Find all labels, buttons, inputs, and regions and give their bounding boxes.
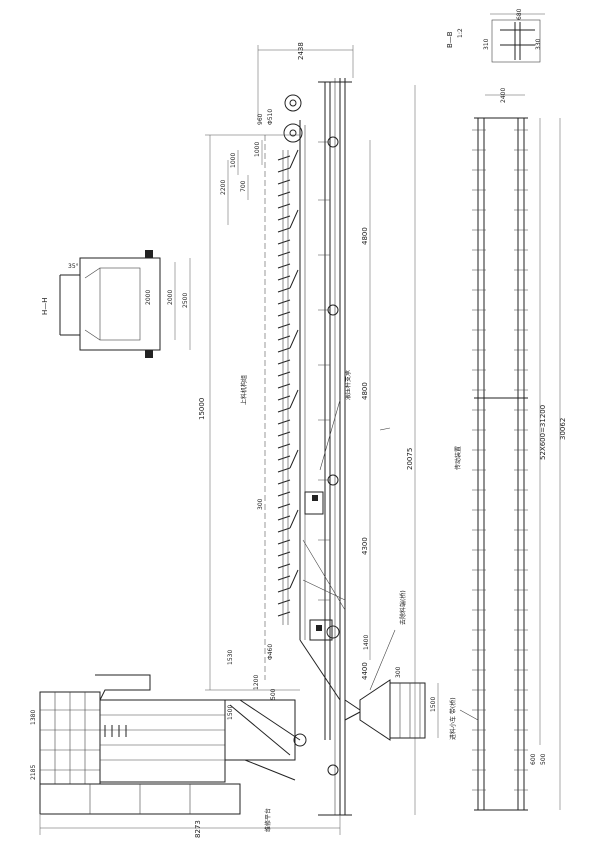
dim-310: 310 (483, 38, 490, 50)
dim-1000b: 1000 (254, 142, 261, 157)
base-assembly: 8273 1380 2185 1500 500 维修平台 (30, 674, 341, 838)
dim-2185: 2185 (30, 765, 37, 780)
dim-500: 500 (540, 753, 547, 765)
main-side-view: 2438 Φ510 960 (198, 42, 416, 816)
dim-52x600: 52X600=31200 (539, 405, 547, 460)
dim-2438: 2438 (297, 42, 305, 60)
dim-1500: 1500 (227, 705, 234, 720)
gearbox-upper (304, 491, 324, 515)
dim-700: 700 (240, 180, 247, 192)
dim-20075: 20075 (406, 448, 414, 470)
hopper-body (99, 699, 226, 783)
dim-1400: 1400 (363, 635, 370, 650)
section-hh: H—H 2000 2500 2000 35° (41, 250, 191, 358)
bucket-chain (277, 149, 299, 625)
discharge-unit: 1500 300 1400 去除料端(桥) (344, 590, 439, 741)
note-b: 维修平台 (264, 808, 272, 832)
dim-680: 680 (516, 8, 523, 20)
phi-mid: Φ460 (267, 644, 274, 660)
note-d: 液压杆支承 (344, 370, 352, 400)
section-hh-label: H—H (41, 297, 49, 315)
section-bb-label: B—B (446, 31, 454, 48)
dim-1000: 1000 (230, 153, 237, 168)
dim-500-base: 500 (270, 688, 277, 700)
dim-15000: 15000 (198, 398, 206, 420)
dim-35: 35° (68, 263, 79, 270)
dim-30062: 30062 (559, 418, 567, 440)
dim-2000b: 2000 (145, 290, 152, 305)
dim-330: 330 (535, 38, 542, 50)
dim-2500: 2500 (182, 293, 189, 308)
bb-outline (491, 19, 541, 63)
dim-960: 960 (257, 113, 264, 125)
dim-4400: 4400 (361, 662, 369, 680)
plan-view: 2400 52X600=31200 30062 600 500 传动装置 进料小… (449, 88, 567, 811)
hh-frame (79, 257, 161, 351)
dim-1380: 1380 (30, 710, 37, 725)
section-bb-scale: 1:2 (457, 28, 464, 38)
note-c: 上料机构组 (240, 375, 248, 405)
dim-1500b: 1500 (430, 697, 437, 712)
discharge-cone (359, 679, 391, 741)
note-e: 进料小车 带(桥) (449, 697, 457, 740)
dim-1200: 1200 (253, 675, 260, 690)
dim-600: 600 (530, 753, 537, 765)
note-f: 传动装置 (454, 446, 462, 470)
dim-4800b: 4800 (361, 382, 369, 400)
note-a: 去除料端(桥) (399, 590, 407, 625)
dim-300b: 300 (395, 666, 402, 678)
dim-2200: 2200 (220, 180, 227, 195)
dim-4300: 4300 (361, 537, 369, 555)
dim-4800a: 4800 (361, 227, 369, 245)
dim-2000a: 2000 (167, 290, 174, 305)
section-bb-detail: B—B 1:2 680 310 330 (446, 8, 545, 63)
dim-300: 300 (257, 498, 264, 510)
phi-top: Φ510 (267, 109, 274, 125)
dim-1530: 1530 (227, 650, 234, 665)
dim-8273: 8273 (194, 820, 202, 838)
dim-2400-plan: 2400 (500, 88, 507, 103)
gearbox-lower (309, 619, 333, 641)
